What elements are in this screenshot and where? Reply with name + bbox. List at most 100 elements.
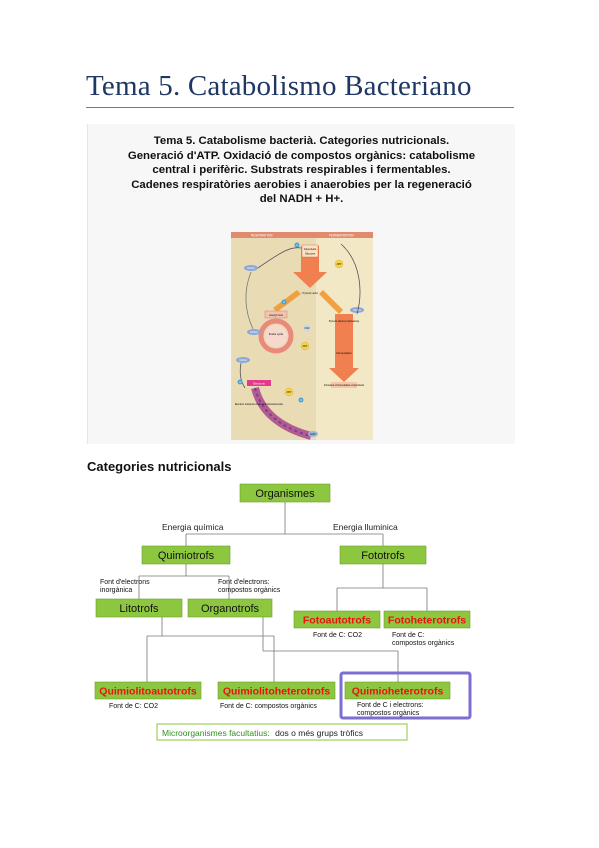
branch-arrow-left: [273, 290, 301, 312]
nadh-text: NADH: [250, 330, 257, 334]
atp-badge: [300, 341, 310, 351]
atp-text: ATP: [287, 390, 292, 394]
slide-heading-line: Cadenes respiratòries aerobies i anaerob…: [131, 178, 472, 191]
inorganic-source-label: inorgànica: [100, 587, 132, 594]
slide-heading-line: Tema 5. Catabolisme bacterià. Categories…: [153, 135, 450, 147]
node-fototrofs-label: Fototrofs: [361, 550, 405, 562]
node-litotrofs: [95, 598, 183, 618]
fermentation-nadh-arrow: [340, 243, 361, 315]
node-quimiolitoheterotrofs: [217, 681, 336, 700]
page-title: Tema 5. Catabolismo Bacteriano: [86, 70, 472, 102]
nadh-badge: [247, 329, 261, 335]
diagram-connectors: [138, 502, 428, 682]
h2o-text: H2O: [310, 432, 315, 436]
step-number: 1: [296, 243, 298, 247]
nadh-text: NADH: [239, 358, 246, 362]
pyruvic-acid-text: Pyruvic acid: [302, 291, 318, 295]
quimiolitoautotrofs-note: Font de C: CO2: [109, 703, 158, 710]
step-marker: [281, 299, 287, 305]
nadh-badge: [244, 265, 258, 271]
node-fototrofs: [339, 545, 427, 565]
node-organismes-label: Organismes: [255, 488, 315, 500]
etc-text: Electron transport chain and chemiosmosi…: [235, 403, 284, 406]
acetyl-coa-box: [264, 310, 288, 319]
metabolism-figure: RESPIRATION FERMENTATION Glycolysis Gluc…: [231, 232, 373, 440]
krebs-text: Krebs cycle: [269, 332, 284, 336]
node-organotrofs-label: Organotrofs: [201, 603, 260, 615]
facultative-text: Microorganismes facultatius: dos o més g…: [162, 728, 363, 738]
fotoheterotrofs-note: compostos orgànics: [392, 640, 455, 647]
electrons-box: [247, 380, 271, 386]
slide-heading-line: del NADH + H+.: [259, 193, 344, 206]
energy-light-label: Energia lluminica: [333, 522, 398, 532]
node-quimioheterotrofs: [344, 681, 451, 700]
co2-text: CO2: [305, 327, 311, 330]
facultative-box: [156, 723, 408, 741]
glucose-box: [301, 244, 319, 258]
glycolysis-text: Glycolysis: [304, 247, 317, 251]
glycolysis-arrow: [293, 246, 327, 288]
nadh-arrow: [245, 271, 254, 330]
node-fotoheterotrofs-label: Fotoheterotrofs: [388, 615, 466, 627]
h2o-badge: [308, 431, 318, 437]
atp-badge: [334, 259, 344, 269]
node-quimiotrofs-label: Quimiotrofs: [158, 550, 215, 562]
fotoautotrofs-note: Font de C: CO2: [313, 632, 362, 639]
nadh-text: NADH: [353, 308, 360, 312]
atp-badge: [284, 387, 294, 397]
slide-heading: Tema 5. Catabolisme bacterià. Categories…: [88, 134, 515, 207]
node-quimiotrofs: [141, 545, 231, 565]
co2-bubble: [303, 324, 311, 332]
node-fotoheterotrofs: [383, 610, 471, 629]
quimiolitoheterotrofs-note: Font de C: compostos orgànics: [220, 703, 317, 710]
slide-heading-line: central i perifèric. Substrats respirabl…: [152, 164, 451, 177]
fermentation-text: Fermentation: [336, 351, 352, 355]
acetyl-coa-text: Acetyl CoA: [269, 313, 283, 317]
branch-arrow-right: [319, 290, 343, 314]
fermentation-label: FERMENTATION: [329, 234, 354, 238]
node-organismes: [239, 483, 331, 503]
quimioheterotrofs-note: Font de C i electrons:: [357, 702, 424, 709]
node-quimioheterotrofs-label: Quimioheterotrofs: [352, 686, 444, 698]
step-number: 4: [300, 398, 302, 402]
step-marker: [298, 397, 304, 403]
atp-text: ATP: [303, 344, 308, 348]
facultative-label: Microorganismes facultatius:: [162, 728, 270, 738]
step-marker: [237, 379, 243, 385]
glucose-text: Glucose: [305, 252, 316, 256]
fermentation-arrow: [329, 314, 359, 382]
krebs-cycle-ring: [258, 318, 294, 354]
step-number: 3: [239, 380, 241, 384]
fotoheterotrofs-note: Font de C:: [392, 632, 425, 639]
ferm-product-text: Pyruvic acid (or derivative): [329, 319, 360, 323]
title-underline: [86, 107, 514, 108]
organic-source-label: compostos orgànics: [218, 587, 281, 594]
node-quimiolitoautotrofs-label: Quimiolitoautotrofs: [99, 686, 197, 698]
figure-header-bar: [231, 232, 373, 238]
highlight-frame: [339, 671, 472, 720]
quimioheterotrofs-note: compostos orgànics: [357, 710, 420, 717]
node-quimiolitoheterotrofs-label: Quimiolitoheterotrofs: [223, 686, 330, 698]
step-marker: [294, 242, 300, 248]
facultative-description: dos o més grups tròfics: [275, 728, 363, 738]
ferm-endproduct-box: [331, 382, 357, 388]
node-fotoautotrofs: [293, 610, 381, 629]
node-organotrofs: [187, 598, 273, 618]
node-fotoautotrofs-label: Fotoautotrofs: [303, 615, 371, 627]
energy-chemical-label: Energia química: [162, 522, 224, 532]
atp-text: ATP: [337, 262, 342, 266]
krebs-cycle-center: [265, 325, 287, 347]
nadh-badge: [236, 357, 250, 363]
to-etc-arrow: [239, 362, 246, 389]
respiration-label: RESPIRATION: [251, 234, 273, 238]
slide-heading-line: Generació d'ATP. Oxidació de compostos o…: [127, 149, 476, 162]
node-litotrofs-label: Litotrofs: [119, 603, 159, 615]
etc-carriers: [254, 387, 312, 437]
glycolysis-nadh-arrow: [257, 247, 302, 269]
nadh-badge: [350, 307, 364, 313]
nadh-text: NADH: [247, 266, 254, 270]
slide-image: Tema 5. Catabolisme bacterià. Categories…: [87, 124, 515, 444]
inorganic-source-label: Font d'electrons: [100, 579, 150, 586]
electrons-text: Electrons: [253, 381, 265, 385]
